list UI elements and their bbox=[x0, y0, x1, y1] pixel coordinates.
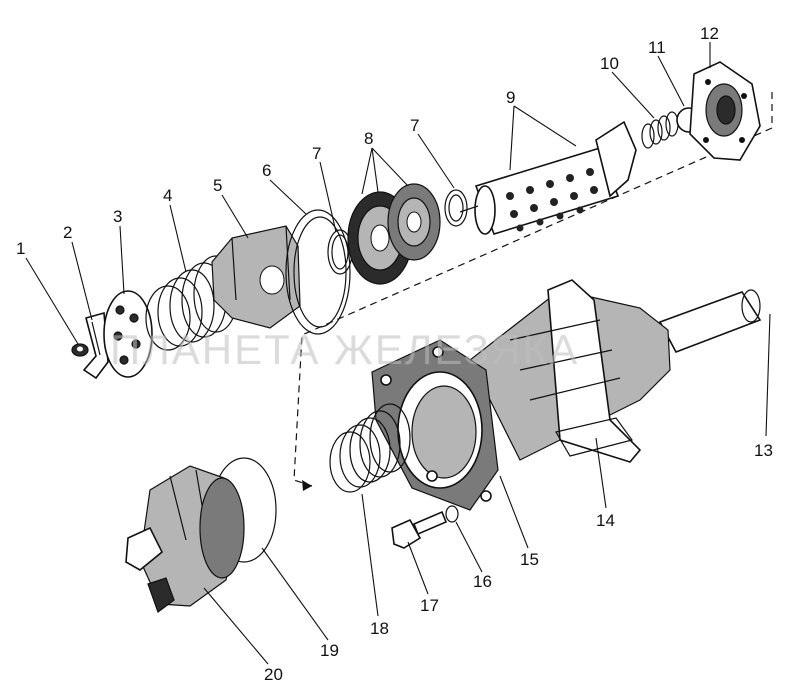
part-18-spring bbox=[329, 403, 411, 493]
housing-tube bbox=[658, 291, 762, 353]
main-housing bbox=[371, 279, 762, 511]
callout-13: 13 bbox=[754, 441, 773, 460]
watermark-text: ПЛАНЕТА ЖЕЛЕЗЯКА bbox=[110, 326, 579, 373]
callout-3: 3 bbox=[113, 207, 122, 226]
part-5-piston bbox=[211, 225, 301, 329]
part-2-lock-plate bbox=[82, 311, 109, 380]
callout-17: 17 bbox=[420, 596, 439, 615]
callout-14: 14 bbox=[596, 511, 615, 530]
callout-8: 8 bbox=[364, 129, 373, 148]
callout-1: 1 bbox=[16, 239, 25, 258]
callout-20: 20 bbox=[264, 665, 283, 684]
part-7-ring-right bbox=[444, 189, 468, 227]
callout-6: 6 bbox=[262, 161, 271, 180]
part-12-valve-seat bbox=[689, 61, 761, 161]
callout-12: 12 bbox=[700, 24, 719, 43]
part-3-perforated-disc bbox=[103, 290, 153, 378]
callout-5: 5 bbox=[213, 176, 222, 195]
callout-7-left: 7 bbox=[312, 144, 321, 163]
part-14-gasket bbox=[555, 417, 634, 457]
assembly-dashed-line bbox=[293, 92, 773, 487]
callout-9: 9 bbox=[506, 88, 515, 107]
callout-labels: 1 2 3 4 5 6 7 7 8 9 10 11 12 13 14 15 16… bbox=[16, 24, 773, 684]
callout-11: 11 bbox=[648, 38, 666, 57]
callout-16: 16 bbox=[473, 572, 492, 591]
part-9-perforated-cage bbox=[459, 120, 637, 235]
part-1-nut bbox=[71, 343, 89, 357]
callout-2: 2 bbox=[63, 223, 72, 242]
leader-lines bbox=[25, 42, 771, 665]
callout-18: 18 bbox=[370, 619, 389, 638]
part-16-washer bbox=[445, 505, 459, 523]
callout-19: 19 bbox=[320, 641, 339, 660]
callout-10: 10 bbox=[600, 54, 619, 73]
part-8-seal-disks bbox=[347, 183, 441, 285]
callout-4: 4 bbox=[163, 186, 172, 205]
part-6-o-ring bbox=[285, 209, 351, 335]
callout-7-right: 7 bbox=[410, 116, 419, 135]
callout-15: 15 bbox=[520, 550, 539, 569]
part-10-small-spring bbox=[641, 111, 679, 149]
part-17-bolt bbox=[391, 510, 448, 549]
part-20-cap bbox=[125, 465, 245, 613]
assembly-arrow-head bbox=[302, 480, 312, 491]
